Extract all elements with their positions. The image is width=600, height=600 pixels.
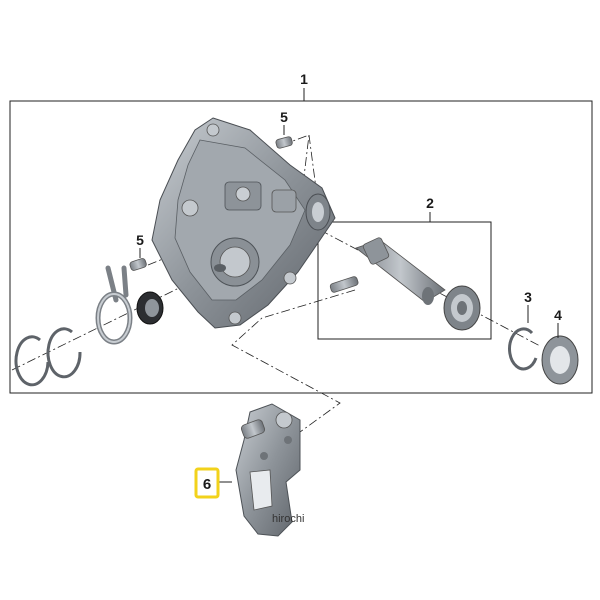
callout-4: 4 [554,307,562,323]
torsion-spring [95,265,133,345]
callout-5-left: 5 [136,232,144,248]
snap-ring-3 [508,327,538,371]
bearing [443,285,481,331]
shaft-seal [136,291,164,325]
snap-rings-left [14,327,82,387]
pin-sub [329,276,359,293]
callout-3: 3 [524,289,532,305]
callout-5-top: 5 [280,109,288,125]
callout-2: 2 [426,195,434,211]
callout-1: 1 [300,71,308,87]
washer-4 [541,335,579,385]
shift-lever [235,403,301,537]
subassembly-frame [317,221,492,340]
assembly-frame [9,100,593,394]
watermark-text: hirochi [272,513,304,525]
spring-highlight [97,293,131,343]
shift-shaft [355,237,446,305]
pin-5-top [275,136,293,149]
highlight-box [194,467,220,499]
housing-cover [151,117,336,329]
callout-6: 6 [203,476,211,493]
pin-5-left [129,258,147,271]
